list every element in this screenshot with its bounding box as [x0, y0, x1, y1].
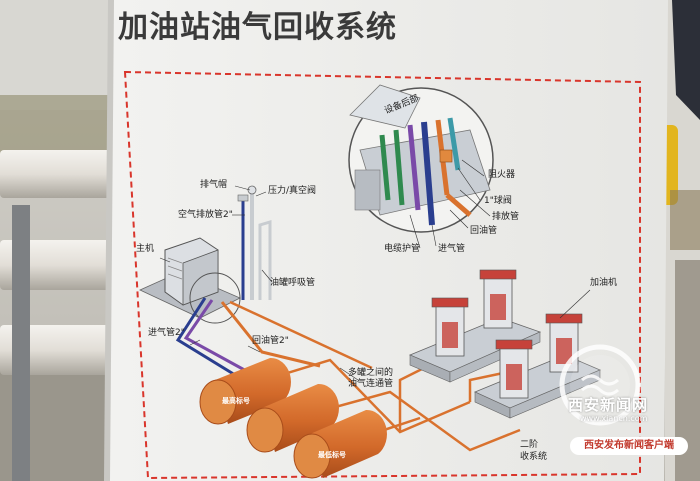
- watermark-client-badge: 西安发布新闻客户端: [570, 437, 688, 455]
- fuel-dispenser: [545, 313, 583, 373]
- fuel-dispenser: [495, 339, 533, 399]
- background-pipe: [0, 150, 118, 198]
- label-pv-valve: 压力/真空阀: [268, 186, 317, 196]
- label-tank-breather-pipe: 油罐呼吸管: [270, 278, 316, 288]
- label-intake-pipe-2: 进气管2": [148, 328, 185, 338]
- label-dispenser: 加油机: [590, 278, 618, 288]
- label-oil-return-pipe: 回油管: [470, 226, 498, 236]
- label-air-exhaust-pipe: 空气排放管2": [178, 210, 233, 220]
- storage-tank-top: [199, 357, 291, 425]
- label-ball-valve: 1"球阀: [484, 196, 512, 206]
- vent-cap: [247, 185, 257, 195]
- label-inter-tank-pipe-line2: 油气连通管: [348, 379, 394, 389]
- tank-label-bottom: 最低标号: [318, 451, 346, 459]
- diagram-frame: [123, 70, 641, 480]
- equipment-detail-zoom: [348, 84, 494, 233]
- oil-return-pipe-2: [220, 301, 321, 368]
- poster-title: 加油站油气回收系统: [118, 10, 397, 45]
- tank-breather-pipe: [258, 219, 272, 300]
- host-unit: [139, 237, 241, 324]
- storage-tank-middle: [246, 383, 339, 453]
- fuel-dispenser: [479, 269, 517, 329]
- label-oil-return-pipe-2: 回油管2": [252, 336, 289, 346]
- label-host: 主机: [136, 244, 155, 254]
- label-exhaust-pipe: 排放管: [492, 212, 520, 222]
- label-stage2-line1: 二阶: [520, 440, 539, 450]
- intake-pipe-2: [175, 297, 241, 380]
- watermark-name: 西安新闻网: [568, 396, 649, 414]
- purple-pipe: [183, 299, 251, 375]
- label-intake-pipe: 进气管: [438, 244, 466, 254]
- background-post: [12, 205, 30, 481]
- fuel-dispenser: [431, 297, 469, 357]
- watermark-logo: [559, 344, 641, 426]
- label-vent-cap: 排气帽: [200, 180, 228, 190]
- label-inter-tank-pipe-line1: 多罐之间的: [348, 368, 394, 378]
- label-flame-arrester: 阻火器: [488, 170, 516, 180]
- person-silhouette: [672, 0, 700, 120]
- watermark-url: www.xiancn.com: [580, 414, 648, 423]
- label-stage2-line2: 收系统: [520, 452, 548, 462]
- tank-label-top: 最高标号: [222, 397, 250, 405]
- storage-tank-bottom: [293, 409, 387, 479]
- label-cable-conduit: 电缆护管: [384, 244, 421, 254]
